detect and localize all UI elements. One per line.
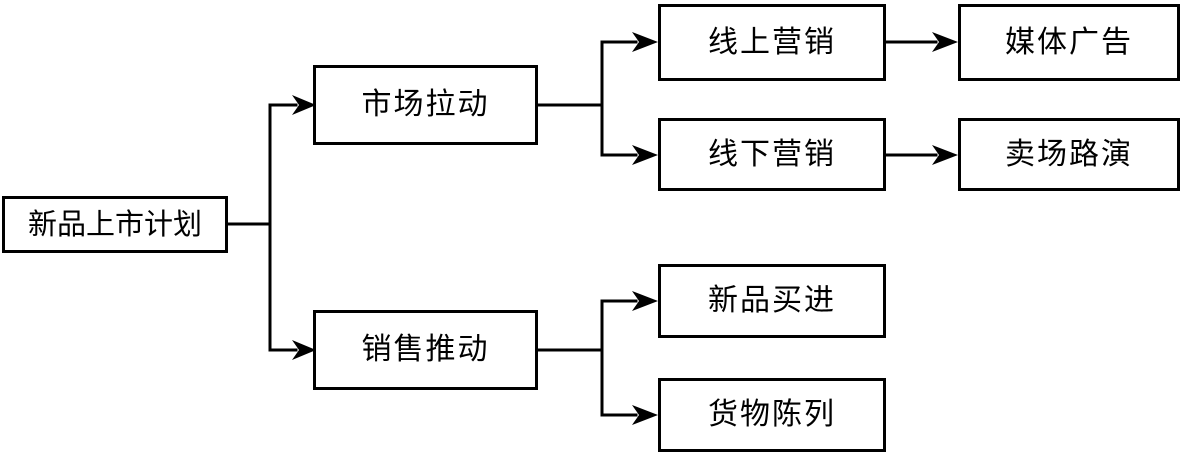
node-root[interactable]: 新品上市计划: [2, 196, 228, 253]
arrowhead-online-marketing: [632, 32, 658, 52]
node-market-pull[interactable]: 市场拉动: [313, 65, 538, 145]
node-root-label: 新品上市计划: [27, 207, 202, 241]
arrowhead-offline-marketing: [632, 145, 658, 165]
node-media-advertising-label: 媒体广告: [1005, 24, 1133, 60]
node-offline-marketing[interactable]: 线下营销: [658, 118, 886, 191]
node-media-advertising[interactable]: 媒体广告: [958, 4, 1180, 81]
node-online-marketing-label: 线上营销: [708, 24, 836, 60]
node-store-roadshow-label: 卖场路演: [1005, 136, 1133, 172]
edge-online-to-media: [884, 32, 958, 52]
node-market-pull-label: 市场拉动: [361, 87, 490, 122]
arrowhead-market-pull: [292, 95, 316, 115]
node-goods-display-label: 货物陈列: [708, 397, 836, 432]
node-goods-display[interactable]: 货物陈列: [658, 378, 886, 452]
node-sales-push-label: 销售推动: [361, 332, 490, 367]
node-offline-marketing-label: 线下营销: [708, 136, 836, 172]
node-sales-push[interactable]: 销售推动: [313, 310, 538, 390]
arrowhead-goods-display: [632, 405, 658, 425]
arrowhead-media-advertising: [932, 32, 958, 52]
node-new-product-purchase[interactable]: 新品买进: [658, 264, 886, 338]
node-online-marketing[interactable]: 线上营销: [658, 4, 886, 81]
node-store-roadshow[interactable]: 卖场路演: [958, 118, 1180, 191]
edge-root-to-level2: [224, 95, 316, 360]
edge-market-pull-to-children: [536, 32, 658, 165]
edge-offline-to-roadshow: [884, 145, 958, 165]
arrowhead-store-roadshow: [932, 145, 958, 165]
node-new-product-purchase-label: 新品买进: [708, 283, 836, 318]
edge-sales-push-to-children: [536, 291, 658, 425]
arrowhead-sales-push: [292, 340, 316, 360]
arrowhead-new-product-purchase: [632, 291, 658, 311]
